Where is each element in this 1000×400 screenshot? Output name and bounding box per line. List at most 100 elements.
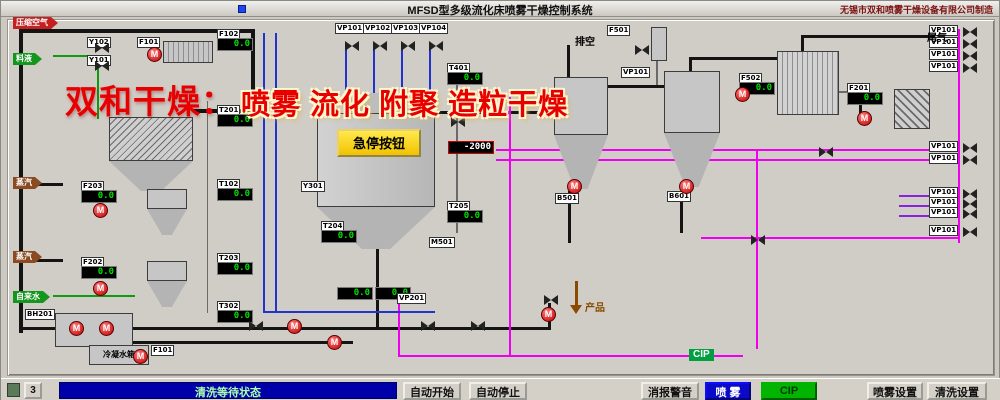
valve-icon[interactable]	[451, 93, 465, 103]
valve-icon[interactable]	[963, 209, 977, 219]
pipe	[53, 55, 99, 57]
pipe	[456, 79, 458, 233]
feed-arrow: 自来水	[13, 291, 50, 303]
product-arrow-icon	[570, 305, 582, 314]
instrument-tag-m501: M501	[429, 237, 455, 248]
valve-icon[interactable]	[249, 321, 263, 331]
instrument-tag-b601: B601	[667, 191, 691, 202]
pipe	[57, 29, 255, 33]
valve-icon[interactable]	[819, 147, 833, 157]
cyclone-right-1-cone	[554, 135, 608, 189]
pump-motor-icon[interactable]: M	[735, 87, 750, 102]
valve-icon[interactable]	[751, 235, 765, 245]
pipe	[689, 57, 692, 77]
condenser	[777, 51, 839, 115]
pump-motor-icon[interactable]: M	[679, 179, 694, 194]
valve-icon[interactable]	[963, 199, 977, 209]
valve-icon[interactable]	[963, 39, 977, 49]
valve-icon[interactable]	[95, 43, 109, 53]
valve-icon[interactable]	[401, 41, 415, 51]
valve-icon[interactable]	[963, 189, 977, 199]
air-heater	[163, 41, 213, 63]
feed-arrow: 蒸汽	[13, 251, 42, 263]
pipe	[801, 35, 935, 38]
pipe	[21, 327, 61, 330]
valve-icon[interactable]	[963, 27, 977, 37]
value-display: 0.0	[337, 287, 373, 300]
pump-motor-icon[interactable]: M	[93, 281, 108, 296]
instrument-tag-f101: F101	[137, 37, 161, 48]
cyclone-small-1	[147, 189, 187, 209]
spray-mode-button[interactable]: 喷 雾	[705, 382, 751, 400]
valve-icon[interactable]	[373, 41, 387, 51]
valve-tag-vp101: VP101	[929, 225, 959, 236]
silence-alarm-button[interactable]: 消报警音	[641, 382, 699, 400]
page-button[interactable]: 3	[24, 382, 42, 399]
value-display: 0.0	[217, 310, 253, 323]
instrument-tag-f501: F501	[607, 25, 631, 36]
manufacturer-label: 无锡市双和喷雾干燥设备有限公司制造	[839, 5, 993, 15]
valve-tag-vp101: VP101	[335, 23, 365, 34]
emergency-stop-button[interactable]: 急停按钮	[337, 129, 421, 157]
valve-icon[interactable]	[963, 155, 977, 165]
instrument-tag-f101: F101	[151, 345, 175, 356]
valve-icon[interactable]	[963, 63, 977, 73]
cyclone-small-2-cone	[147, 281, 187, 307]
valve-tag-vp104: VP104	[419, 23, 449, 34]
pipe	[575, 281, 578, 307]
value-display: 0.0	[81, 266, 117, 279]
valve-icon[interactable]	[544, 295, 558, 305]
feed-arrow: 压缩空气	[13, 17, 58, 29]
pipe	[496, 159, 958, 161]
spray-settings-button[interactable]: 喷雾设置	[867, 382, 923, 400]
pipe	[263, 33, 265, 313]
pipe	[251, 29, 255, 113]
pump-motor-icon[interactable]: M	[93, 203, 108, 218]
valve-tag-vp101: VP101	[929, 207, 959, 218]
pump-motor-icon[interactable]: M	[541, 307, 556, 322]
clean-settings-button[interactable]: 清洗设置	[927, 382, 987, 400]
pump-motor-icon[interactable]: M	[857, 111, 872, 126]
pipe	[21, 183, 63, 186]
valve-icon[interactable]	[421, 321, 435, 331]
valve-icon[interactable]	[345, 41, 359, 51]
pump-motor-icon[interactable]: M	[99, 321, 114, 336]
pump-motor-icon[interactable]: M	[327, 335, 342, 350]
pipe	[97, 57, 99, 119]
pipe	[689, 57, 781, 60]
value-display: 0.0	[847, 92, 883, 105]
valve-tag-vp101: VP101	[929, 141, 959, 152]
value-display: 0.0	[447, 210, 483, 223]
watermark-slogan: 喷雾 流化 附聚 造粒干燥	[241, 89, 569, 121]
valve-icon[interactable]	[963, 143, 977, 153]
instrument-tag-y301: Y301	[301, 181, 325, 192]
valve-icon[interactable]	[963, 227, 977, 237]
pipe	[401, 47, 403, 97]
pipe	[701, 237, 958, 239]
bag-filter	[109, 117, 193, 161]
valve-icon[interactable]	[471, 321, 485, 331]
pump-motor-icon[interactable]: M	[147, 47, 162, 62]
pipe	[756, 151, 758, 349]
valve-icon[interactable]	[451, 117, 465, 127]
valve-tag-vp101: VP101	[929, 37, 959, 48]
pump-motor-icon[interactable]: M	[287, 319, 302, 334]
valve-tag-vp103: VP103	[391, 23, 421, 34]
instrument-tag-b501: B501	[555, 193, 579, 204]
cyclone-small-2	[147, 261, 187, 281]
pipe	[21, 29, 59, 33]
valve-icon[interactable]	[635, 45, 649, 55]
cip-mode-button[interactable]: CIP	[761, 382, 817, 400]
pipe	[680, 191, 683, 233]
pump-motor-icon[interactable]: M	[133, 349, 148, 364]
pump-motor-icon[interactable]: M	[567, 179, 582, 194]
auto-stop-button[interactable]: 自动停止	[469, 382, 527, 400]
valve-icon[interactable]	[95, 61, 109, 71]
pump-motor-icon[interactable]: M	[69, 321, 84, 336]
valve-icon[interactable]	[963, 51, 977, 61]
dryer-top-cap	[343, 93, 409, 113]
valve-icon[interactable]	[429, 41, 443, 51]
valve-tag-vp101: VP101	[929, 153, 959, 164]
diagram-label: 排空	[575, 37, 595, 48]
auto-start-button[interactable]: 自动开始	[403, 382, 461, 400]
